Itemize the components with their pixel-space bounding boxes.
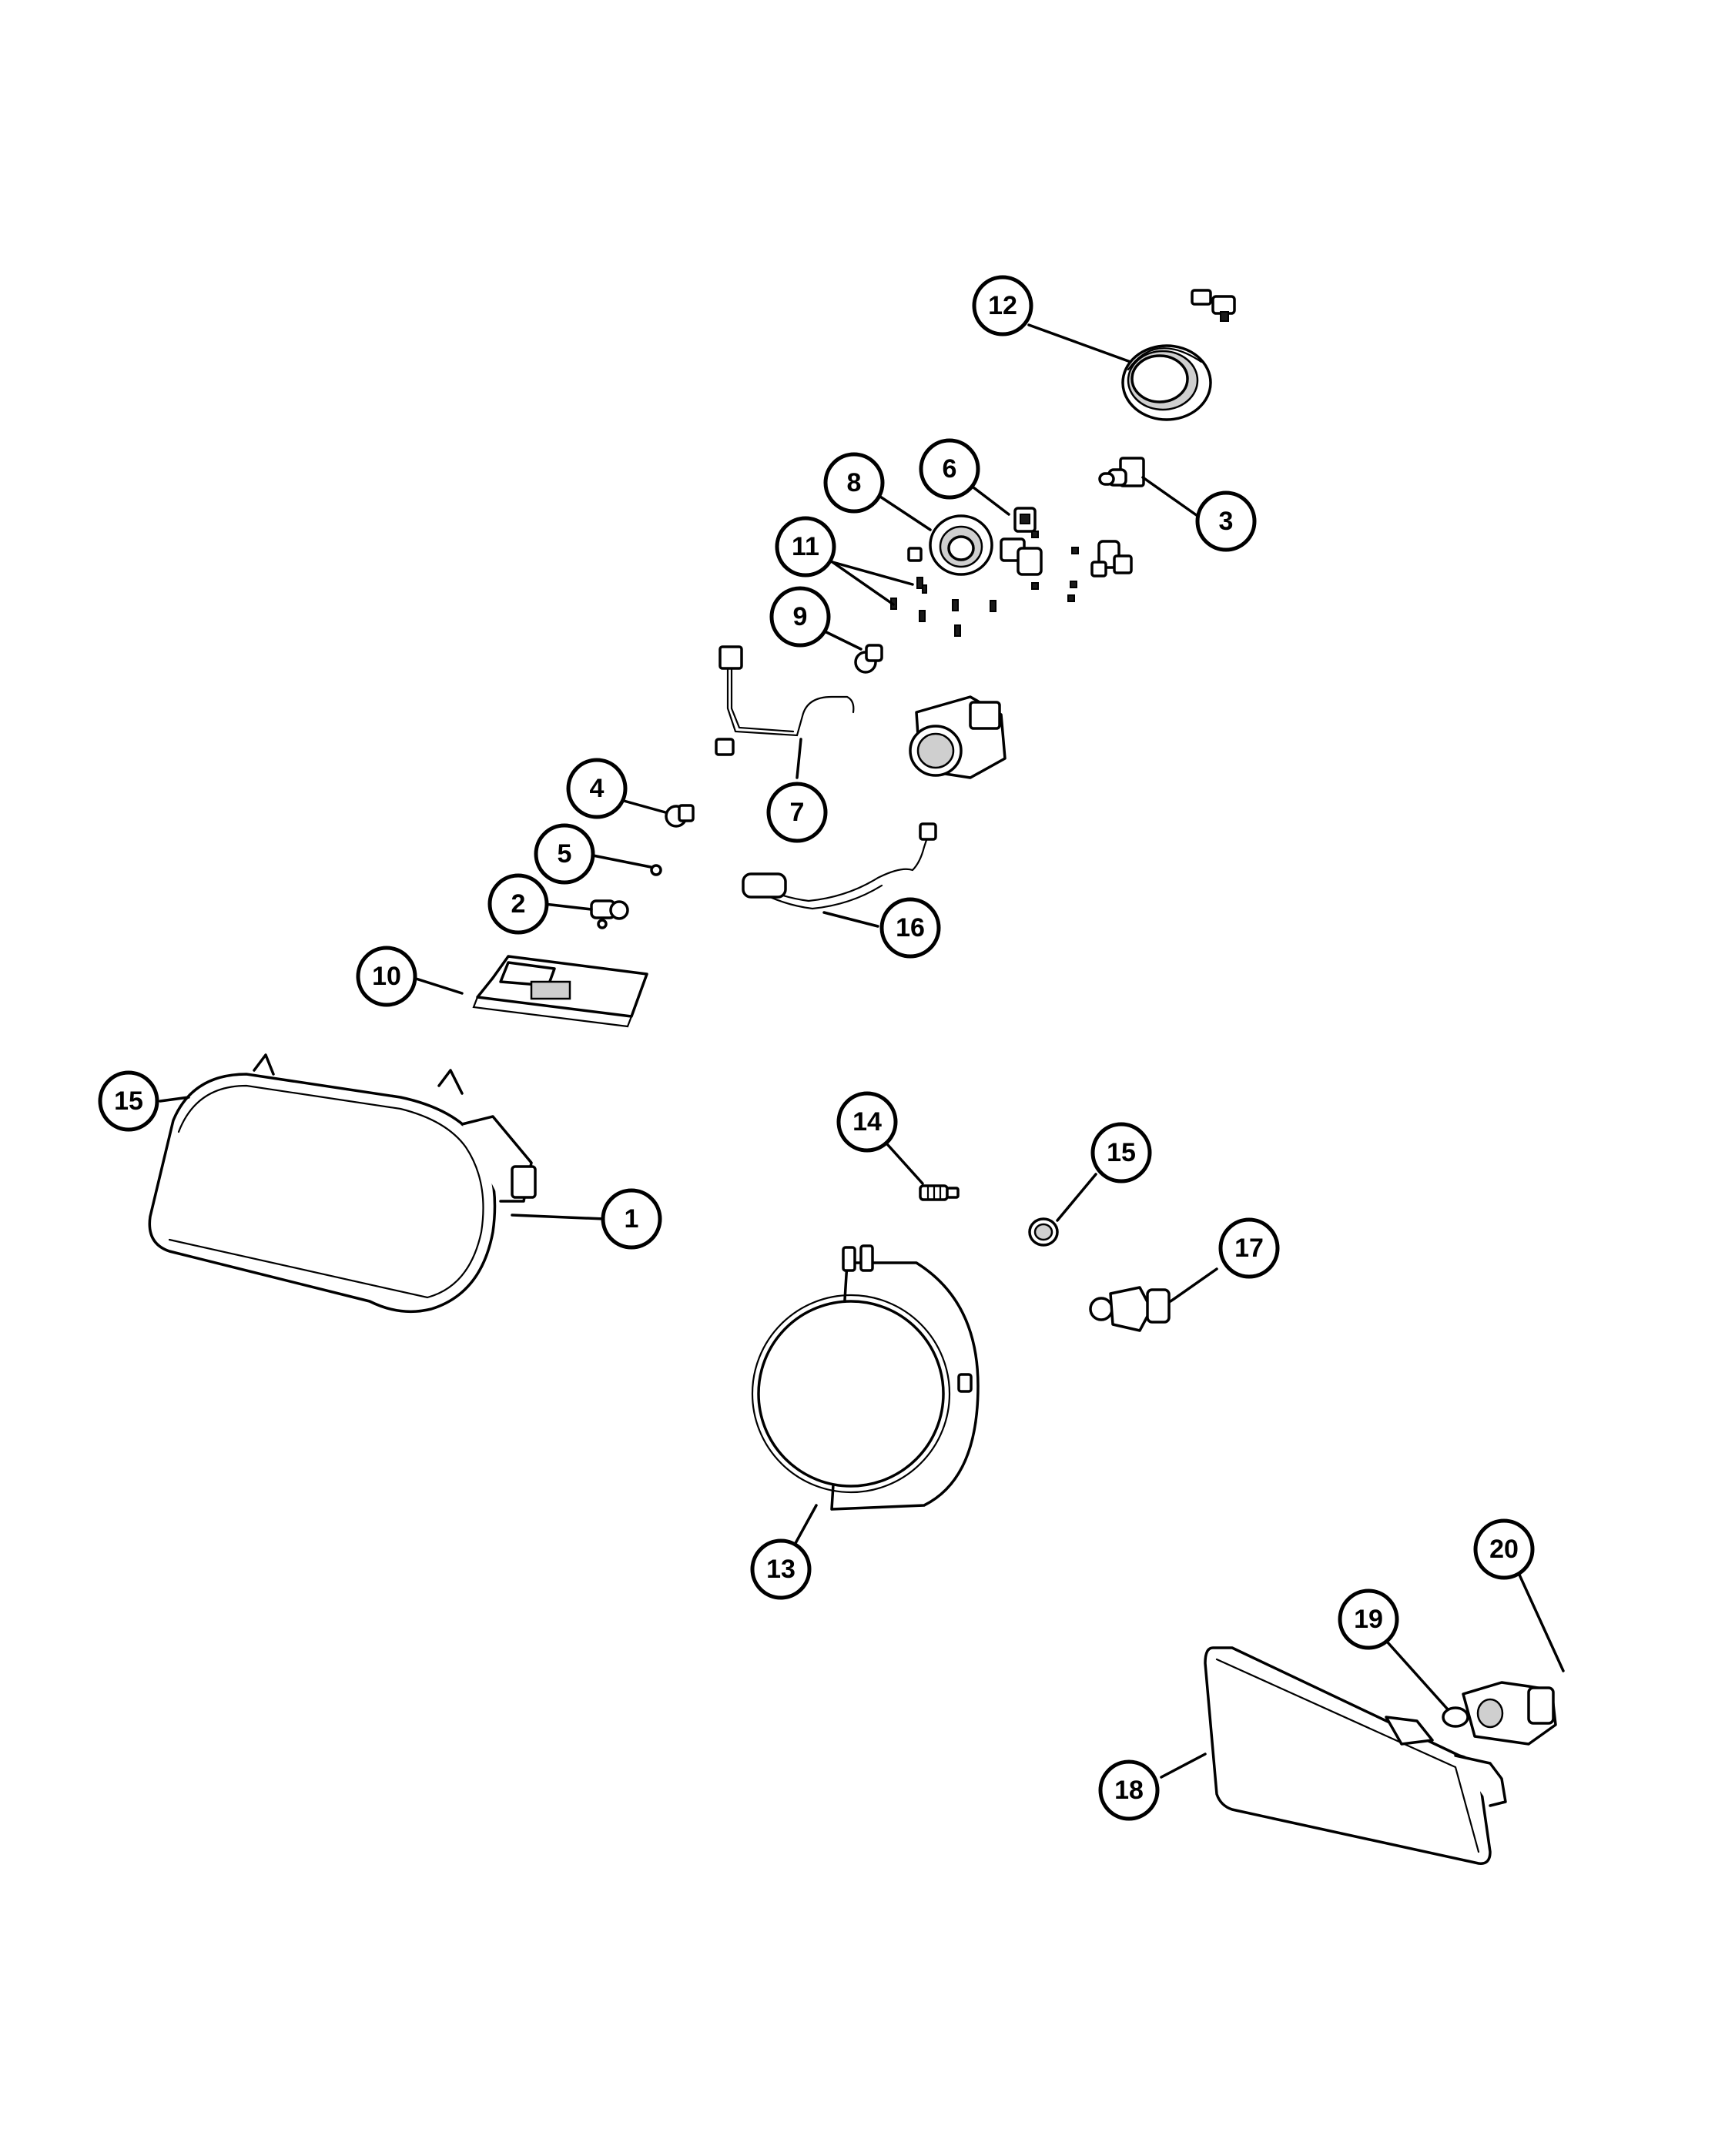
callout-label: 2	[511, 889, 526, 919]
part-5-bulb	[650, 864, 662, 876]
callout-17: 17	[1218, 1217, 1280, 1279]
part-8-adjuster-ring	[929, 514, 993, 576]
part-4-bulb	[665, 804, 695, 828]
callout-3: 3	[1195, 490, 1257, 552]
part-18-side-marker	[1204, 1646, 1507, 1865]
callout-19: 19	[1338, 1589, 1399, 1650]
callout-label: 5	[558, 839, 572, 869]
callout-label: 3	[1219, 507, 1234, 536]
callout-label: 13	[766, 1555, 796, 1584]
part-11-screws	[890, 531, 1079, 637]
callout-15-left: 15	[98, 1070, 159, 1132]
part-17-bulb-socket	[1089, 1286, 1171, 1332]
part-12-clips	[1191, 289, 1236, 322]
part-12-bezel-ring	[1121, 344, 1212, 421]
callout-label: 10	[372, 962, 401, 991]
callout-14: 14	[836, 1091, 898, 1153]
callout-label: 9	[793, 602, 808, 631]
part-9-bulb	[854, 644, 883, 674]
callout-5: 5	[534, 823, 595, 885]
part-16-wire	[742, 822, 937, 910]
projector-module	[909, 695, 1007, 779]
callout-18: 18	[1098, 1759, 1160, 1821]
part-6-sockets	[907, 507, 1133, 578]
callout-label: 15	[114, 1086, 143, 1116]
callout-10: 10	[356, 946, 417, 1007]
callout-6: 6	[919, 438, 980, 500]
callout-12: 12	[972, 275, 1033, 336]
callout-1: 1	[601, 1188, 662, 1250]
part-3-bulb	[1098, 457, 1145, 487]
part-2-bulb	[590, 899, 629, 929]
part-13-fog-lamp	[751, 1244, 980, 1511]
callout-2: 2	[487, 873, 549, 935]
callout-4: 4	[566, 758, 628, 819]
callout-15-right: 15	[1090, 1122, 1152, 1183]
callout-label: 12	[988, 291, 1017, 320]
callout-label: 1	[625, 1204, 639, 1234]
callout-label: 17	[1234, 1234, 1264, 1263]
part-14-adjuster	[919, 1184, 960, 1201]
leader-lines	[159, 323, 1565, 1779]
callout-8: 8	[823, 452, 885, 514]
callout-label: 18	[1114, 1776, 1144, 1805]
callout-11: 11	[775, 516, 836, 578]
callout-9: 9	[769, 586, 831, 648]
part-15-grommet	[1028, 1217, 1059, 1247]
part-10-ballast	[472, 955, 648, 1028]
callout-label: 19	[1354, 1605, 1383, 1634]
part-7-wire-harness	[715, 645, 855, 756]
callout-label: 14	[852, 1107, 882, 1137]
part-19-bulb	[1442, 1706, 1469, 1728]
callout-label: 8	[847, 468, 862, 497]
callout-20: 20	[1473, 1518, 1535, 1580]
callout-7: 7	[766, 782, 828, 843]
callout-label: 16	[896, 913, 925, 942]
callout-label: 4	[590, 774, 605, 803]
callout-13: 13	[750, 1538, 812, 1600]
part-20-socket	[1462, 1681, 1557, 1746]
part-1-headlamp	[148, 1053, 537, 1314]
callout-16: 16	[879, 897, 941, 959]
callout-label: 7	[790, 798, 805, 827]
callout-label: 6	[943, 454, 957, 484]
callout-label: 11	[792, 532, 819, 561]
callout-label: 20	[1489, 1535, 1519, 1564]
callout-label: 15	[1107, 1138, 1136, 1167]
